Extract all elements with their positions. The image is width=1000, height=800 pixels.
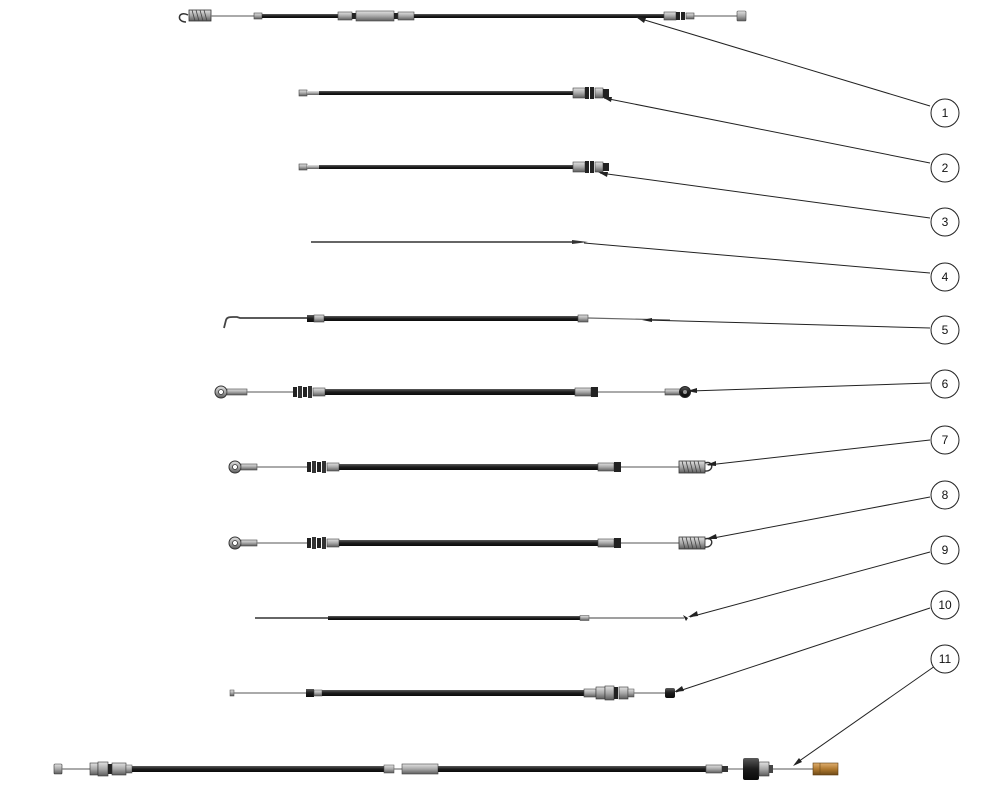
callout-label: 5 [942, 323, 949, 337]
callout-1: 1 [930, 98, 960, 128]
cable-1 [178, 9, 747, 23]
cable-7-sheath [339, 464, 598, 470]
leader-line-3 [599, 172, 931, 219]
callout-3: 3 [930, 207, 960, 237]
callout-label: 6 [942, 377, 949, 391]
leader-line-5 [644, 319, 931, 329]
callout-9: 9 [930, 535, 960, 565]
cable-7-spring [678, 460, 706, 474]
callout-label: 10 [938, 598, 952, 612]
callout-5: 5 [930, 315, 960, 345]
callout-circle [930, 425, 960, 455]
cable-6-sheath [325, 389, 575, 395]
leader-line-8 [707, 496, 931, 540]
callout-circle [930, 590, 960, 620]
callout-circle [930, 535, 960, 565]
cable-1-sheath [262, 14, 338, 18]
callout-label: 3 [942, 215, 949, 229]
leader-line-9 [689, 551, 931, 618]
cable-11-brass-end [812, 762, 839, 776]
cable-1-coupler [355, 10, 395, 22]
leader-lines [583, 17, 936, 766]
callout-circle [930, 644, 960, 674]
cable-8-spring [678, 536, 706, 550]
callout-2: 2 [930, 153, 960, 183]
cable-5 [223, 314, 671, 329]
cable-2-sheath [319, 91, 573, 95]
cable-10-sheath [322, 690, 584, 696]
leader-line-2 [603, 97, 931, 164]
leader-line-7 [707, 439, 931, 466]
cable-11 [53, 758, 839, 780]
callout-circle [930, 153, 960, 183]
callout-circle [930, 480, 960, 510]
callout-11: 11 [930, 644, 960, 674]
leader-line-6 [689, 382, 931, 392]
callout-label: 2 [942, 161, 949, 175]
cable-4 [311, 240, 588, 244]
cable-8-sheath [339, 540, 598, 546]
callout-label: 7 [942, 433, 949, 447]
callout-label: 8 [942, 488, 949, 502]
callout-circle [930, 207, 960, 237]
cable-10 [229, 685, 675, 701]
cable-2 [298, 87, 609, 99]
cable-5-sheath [324, 316, 578, 321]
callout-label: 1 [942, 106, 949, 120]
callout-balloons: 1 2 3 4 5 6 7 8 [930, 98, 960, 674]
callout-label: 11 [939, 652, 952, 666]
leader-line-10 [675, 607, 931, 693]
leader-line-4 [583, 242, 931, 274]
cable-9-sheath [328, 616, 580, 620]
cable-11-end-nipple [53, 763, 63, 775]
cable-7 [228, 460, 713, 474]
callout-7: 7 [930, 425, 960, 455]
callout-circle [930, 98, 960, 128]
callout-10: 10 [930, 590, 960, 620]
cable-11-housing [743, 758, 759, 780]
cable-6 [214, 385, 691, 399]
cable-3 [298, 161, 609, 173]
callout-4: 4 [930, 262, 960, 292]
callout-label: 9 [942, 543, 949, 557]
callout-label: 4 [942, 270, 949, 284]
leader-line-11 [794, 665, 936, 765]
callout-circle [930, 262, 960, 292]
cable-11-coupler [401, 763, 439, 775]
cable-9 [255, 615, 688, 621]
cable-1-end-nipple [736, 10, 747, 22]
cable-3-sheath [319, 165, 573, 169]
cable-1-hook [178, 13, 189, 23]
callout-circle [930, 315, 960, 345]
cable-11-sheath [132, 766, 384, 772]
leader-line-1 [637, 17, 931, 107]
callout-8: 8 [930, 480, 960, 510]
callout-6: 6 [930, 369, 960, 399]
cable-8 [228, 536, 713, 550]
callout-circle [930, 369, 960, 399]
cable-5-z-bend [223, 316, 307, 329]
